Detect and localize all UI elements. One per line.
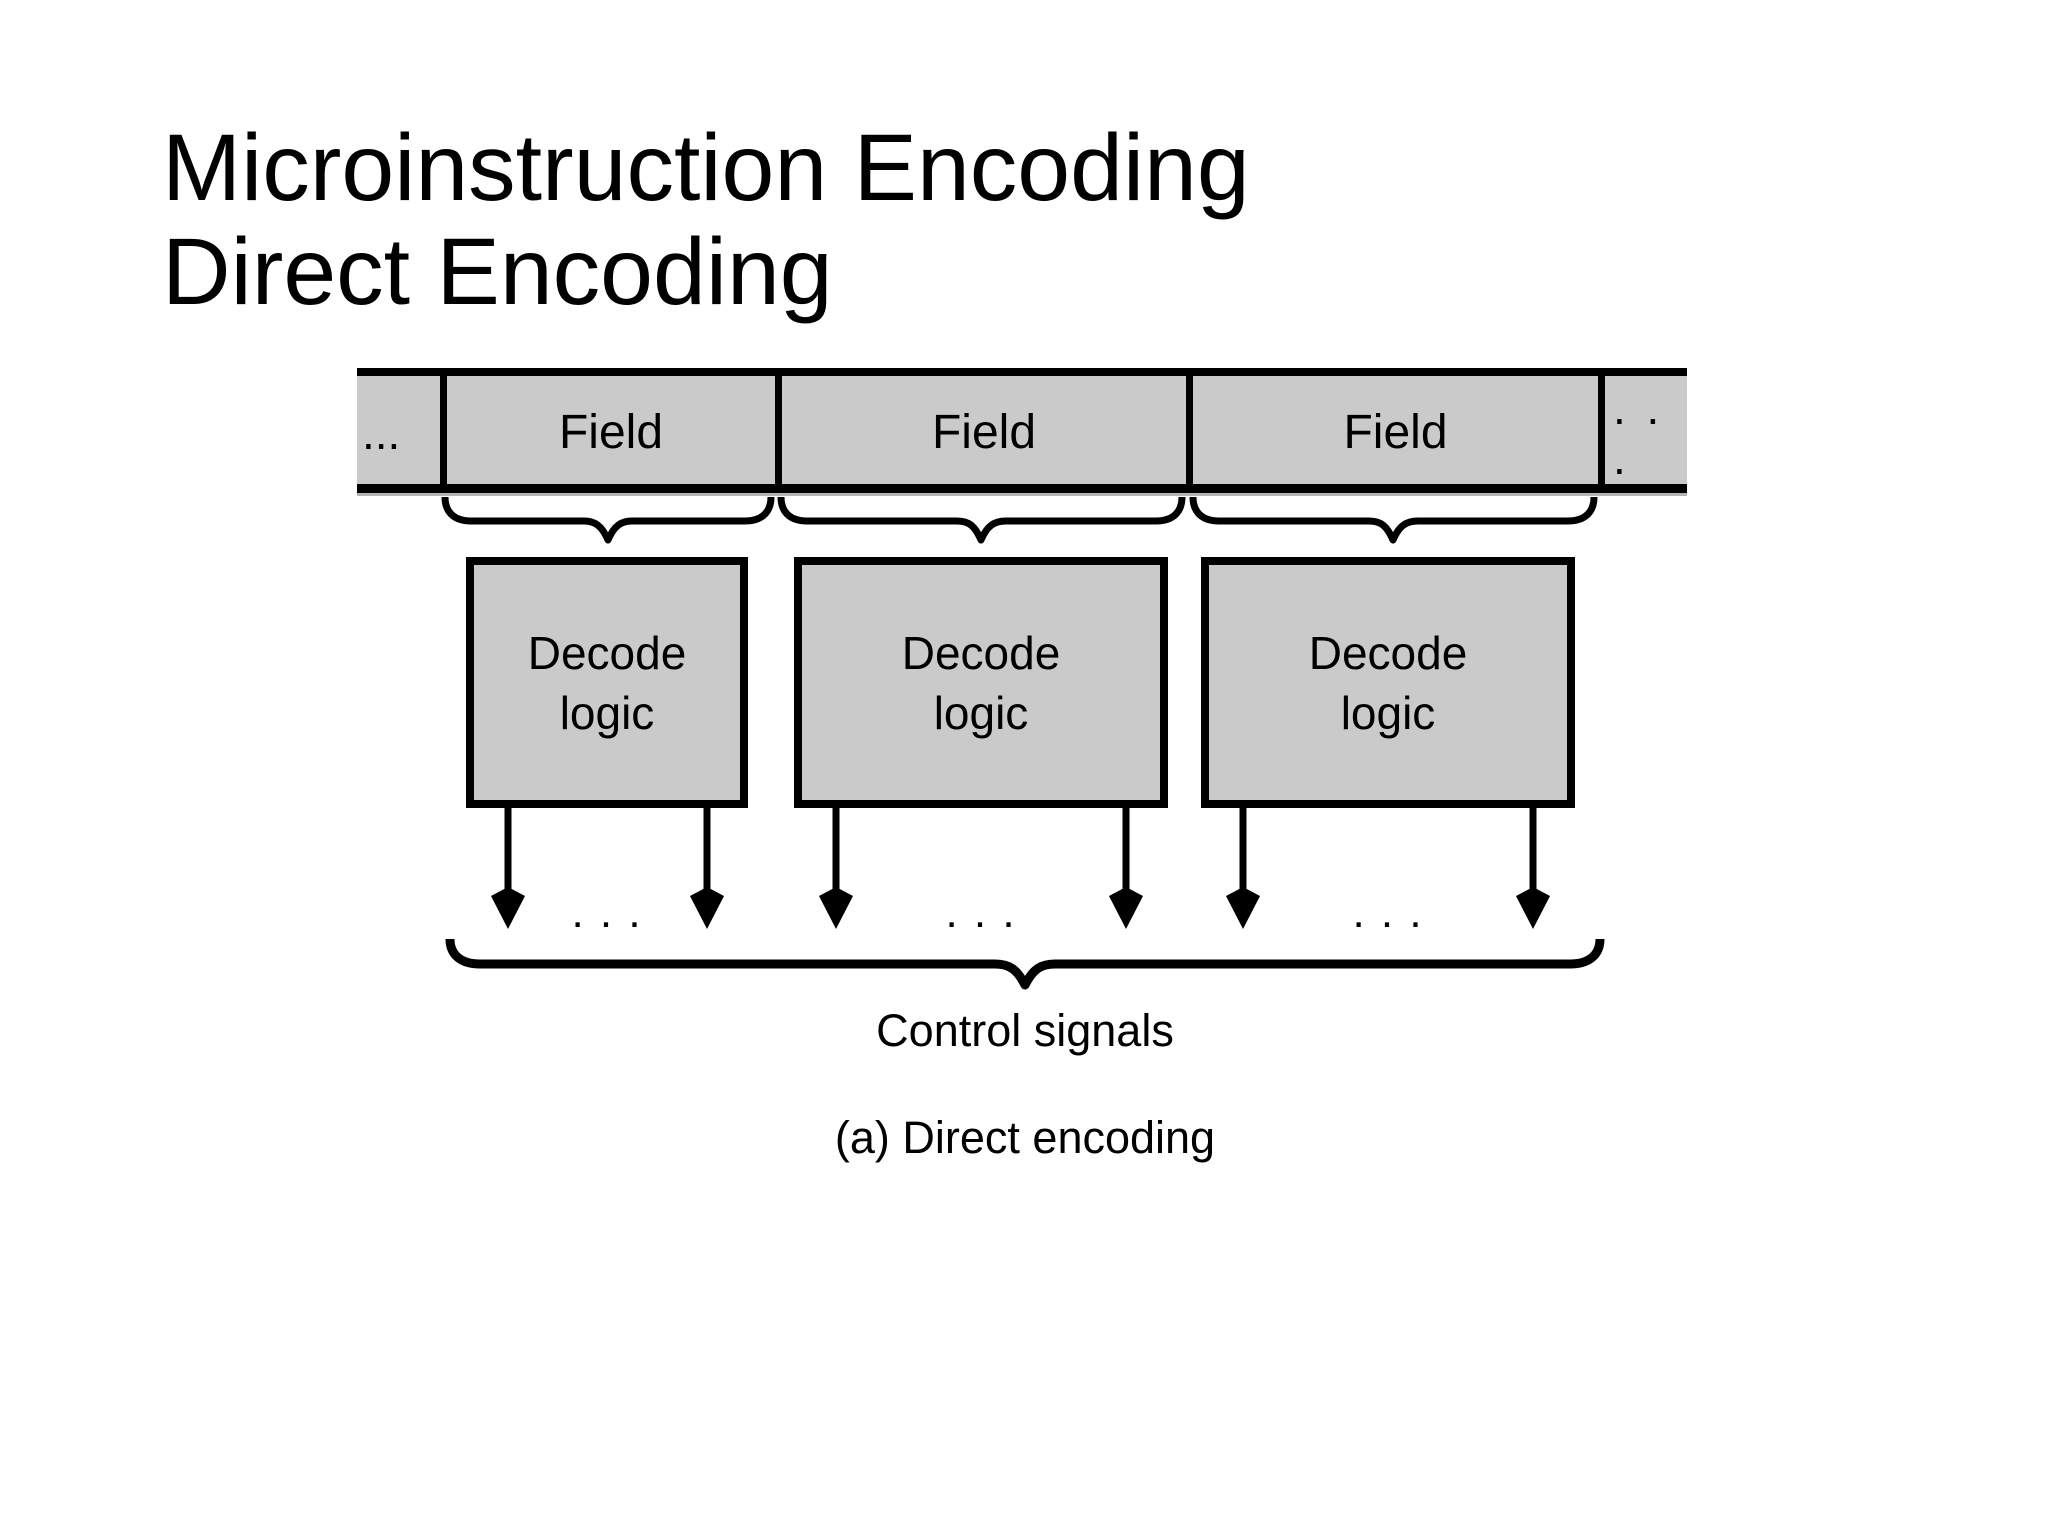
output-ellipsis-1: . . . — [571, 888, 643, 937]
decode-box-3-line-1: Decode — [1308, 626, 1468, 679]
output-ellipsis-3: . . . — [1352, 888, 1424, 937]
decode-logic-box-1: Decode logic — [466, 557, 748, 808]
title-line-1: Microinstruction Encoding — [162, 115, 1250, 221]
decode-box-1-line-1: Decode — [527, 626, 687, 679]
decode-box-3-line-2: logic — [1340, 686, 1436, 739]
register-cell-ellipsis-left: ... — [362, 407, 401, 459]
decode-box-2-line-1: Decode — [901, 626, 1061, 679]
control-signal-arrow-6 — [1516, 808, 1550, 929]
register-cell-field-2: Field — [775, 376, 1186, 484]
control-signal-arrow-3 — [819, 808, 853, 929]
field-underbrace-3 — [1189, 496, 1598, 544]
field-underbrace-1 — [441, 496, 775, 544]
slide-title: Microinstruction Encoding Direct Encodin… — [162, 116, 1250, 324]
register-cell-field-1: Field — [440, 376, 775, 484]
decode-logic-box-2: Decode logic — [794, 557, 1168, 808]
field-underbrace-2 — [777, 496, 1186, 544]
title-line-2: Direct Encoding — [162, 219, 833, 325]
control-signals-brace — [445, 938, 1605, 990]
control-signal-arrow-2 — [690, 808, 724, 929]
output-ellipsis-2: . . . — [945, 888, 1017, 937]
decode-box-1-line-2: logic — [559, 686, 655, 739]
control-signal-arrow-5 — [1226, 808, 1260, 929]
register-cell-field-3: Field — [1186, 376, 1598, 484]
microinstruction-register-bar: ... Field Field Field . . . — [357, 368, 1687, 493]
figure-caption: (a) Direct encoding — [834, 1112, 1216, 1163]
control-signal-arrow-4 — [1109, 808, 1143, 929]
decode-box-2-line-2: logic — [933, 686, 1029, 739]
control-signal-arrow-1 — [491, 808, 525, 929]
control-signals-label: Control signals — [876, 1005, 1174, 1056]
decode-logic-box-3: Decode logic — [1201, 557, 1575, 808]
register-cell-ellipsis-right: . . . — [1598, 376, 1687, 484]
